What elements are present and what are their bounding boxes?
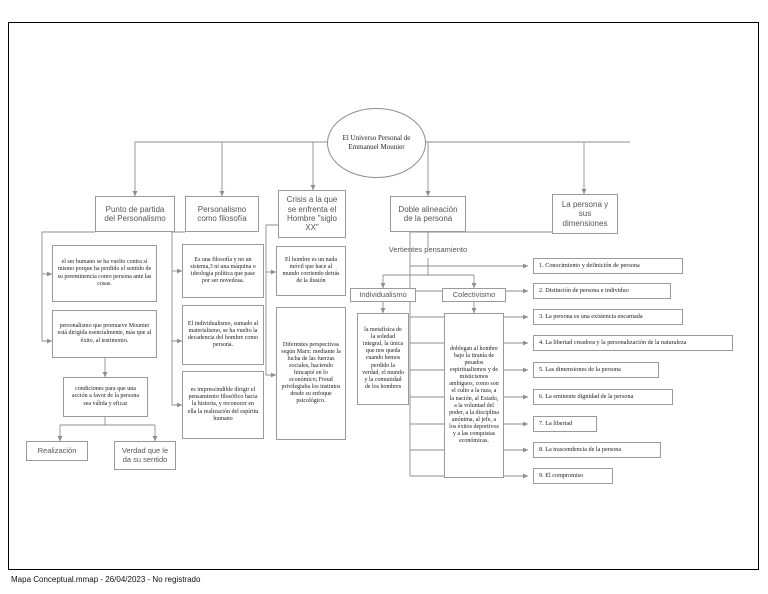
- node-individualismo[interactable]: Individualismo: [350, 288, 416, 302]
- root-label: El Universo Personal de Emmanuel Mounier: [342, 133, 411, 151]
- node-text: 5. Las dimensiones de la persona: [539, 366, 621, 374]
- label-vertientes-pensamiento: Vertientes pensamiento: [368, 245, 488, 254]
- node-text: El hombre es un nada móvil que hace al m…: [282, 256, 340, 285]
- node-text: condiciones para que una acción a favor …: [71, 386, 140, 407]
- node-text: 9. El compromiso: [539, 472, 584, 480]
- node-ser-humano[interactable]: el ser humano se ha vuelto contra sí mis…: [52, 245, 157, 302]
- node-perspectivas[interactable]: Diferentes perspectivas según Marx: medi…: [276, 307, 346, 440]
- node-text: Diferentes perspectivas según Marx: medi…: [281, 341, 341, 405]
- node-text: Verdad que le da su sentido: [121, 445, 169, 464]
- node-item-9[interactable]: 9. El compromiso: [533, 468, 613, 484]
- node-text: Es una filosofía y no un sistema,3 ni un…: [190, 256, 256, 285]
- node-text: 1. Conocimiento y definición de persona: [539, 262, 640, 270]
- label-text: Vertientes pensamiento: [388, 245, 468, 254]
- branch-title-label: La persona y sus dimensiones: [561, 199, 609, 228]
- node-colectivismo[interactable]: Colectivismo: [442, 288, 506, 302]
- node-text: la metafísica de la soledad integral, la…: [362, 327, 404, 390]
- node-doblegan[interactable]: doblegan al hombre bajo la tiranía de pe…: [444, 313, 504, 478]
- root-node[interactable]: El Universo Personal de Emmanuel Mounier: [327, 108, 426, 178]
- branch-title-label: Personalismo como filosofía: [197, 204, 247, 223]
- node-imprescindible[interactable]: es imprescindible dirigir el pensamiento…: [182, 371, 264, 439]
- node-text: Realización: [37, 445, 77, 455]
- node-item-6[interactable]: 6. La eminente dignidad de la persona: [533, 389, 673, 405]
- branch-title-personalismo-filosofia[interactable]: Personalismo como filosofía: [185, 196, 259, 232]
- node-text: 4. La libertad creadora y la personaliza…: [539, 339, 687, 347]
- branch-title-label: Crisis a la que se enfrenta el Hombre "s…: [286, 195, 338, 233]
- node-text: 2. Distinción de persona e individuo: [539, 287, 629, 295]
- node-item-4[interactable]: 4. La libertad creadora y la personaliza…: [533, 335, 733, 351]
- node-personalismo-mounier[interactable]: personalismo que promueve Mounier está d…: [52, 310, 157, 358]
- node-item-8[interactable]: 8. La trascendencia de la persona: [533, 442, 661, 458]
- node-nada-movil[interactable]: El hombre es un nada móvil que hace al m…: [276, 246, 346, 296]
- node-individualismo-materialismo[interactable]: El individualismo, sumado al materialism…: [182, 305, 264, 365]
- node-condiciones[interactable]: condiciones para que una acción a favor …: [63, 377, 148, 417]
- node-text: doblegan al hombre bajo la tiranía de pe…: [449, 345, 499, 444]
- node-item-1[interactable]: 1. Conocimiento y definición de persona: [533, 258, 683, 274]
- status-bar-text: Mapa Conceptual.mmap - 26/04/2023 - No r…: [11, 575, 201, 584]
- status-bar: Mapa Conceptual.mmap - 26/04/2023 - No r…: [9, 574, 203, 585]
- node-text: es imprescindible dirigir el pensamiento…: [187, 387, 259, 422]
- node-item-3[interactable]: 3. La persona es una existencia encarnad…: [533, 309, 683, 325]
- node-text: Colectivismo: [452, 289, 496, 299]
- node-text: 3. La persona es una existencia encarnad…: [539, 313, 643, 321]
- node-text: 8. La trascendencia de la persona: [539, 446, 622, 454]
- node-text: 7. La libertad: [539, 420, 573, 428]
- node-item-2[interactable]: 2. Distinción de persona e individuo: [533, 283, 671, 299]
- node-realizacion[interactable]: Realización: [26, 441, 88, 461]
- node-item-7[interactable]: 7. La libertad: [533, 416, 597, 432]
- node-metafisica-soledad[interactable]: la metafísica de la soledad integral, la…: [357, 313, 409, 405]
- node-text: 6. La eminente dignidad de la persona: [539, 393, 634, 401]
- node-text: personalismo que promueve Mounier está d…: [57, 323, 152, 344]
- branch-title-label: Punto de partida del Personalismo: [104, 204, 166, 223]
- branch-title-doble-alineacion[interactable]: Doble alineación de la persona: [390, 196, 466, 232]
- node-text: el ser humano se ha vuelto contra sí mis…: [57, 259, 152, 287]
- branch-title-label: Doble alineación de la persona: [398, 204, 458, 223]
- branch-title-punto-de-partida[interactable]: Punto de partida del Personalismo: [95, 196, 175, 232]
- node-text: El individualismo, sumado al materialism…: [187, 320, 259, 349]
- node-item-5[interactable]: 5. Las dimensiones de la persona: [533, 362, 659, 378]
- node-text: Individualismo: [359, 289, 407, 299]
- node-verdad[interactable]: Verdad que le da su sentido: [114, 441, 176, 470]
- branch-title-persona-dimensiones[interactable]: La persona y sus dimensiones: [552, 194, 618, 234]
- branch-title-crisis[interactable]: Crisis a la que se enfrenta el Hombre "s…: [278, 190, 346, 238]
- node-es-filosofia[interactable]: Es una filosofía y no un sistema,3 ni un…: [182, 244, 264, 298]
